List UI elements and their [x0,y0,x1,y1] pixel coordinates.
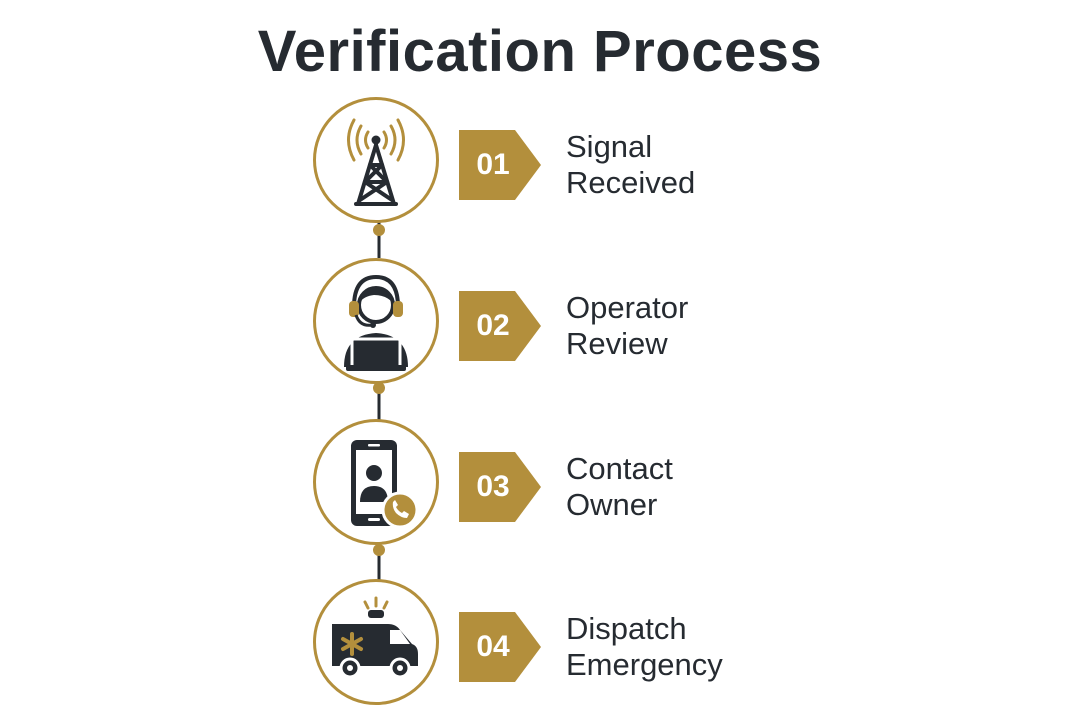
operator-headset-icon [344,274,408,371]
page-title: Verification Process [257,19,823,84]
step-4-number-badge: 04 [459,612,541,682]
step-2-label: Operator Review [566,290,966,362]
cell-tower-icon [347,118,405,206]
process-step-4: 04 Dispatch Emergency [0,579,1080,711]
step-3-label: Contact Owner [566,451,966,523]
step-1-icon-circle [313,97,439,223]
step-4-icon-circle [313,579,439,705]
step-2-label-line1: Operator [566,290,689,325]
step-3-number: 03 [476,470,510,503]
step-3-number-badge: 03 [459,452,541,522]
process-step-3: 03 Contact Owner [0,419,1080,551]
step-1-label-line1: Signal [566,129,653,164]
step-1-number: 01 [476,148,510,181]
process-step-1: 01 Signal Received [0,97,1080,229]
step-1-label-line2: Received [566,165,696,200]
step-4-label: Dispatch Emergency [566,611,966,683]
step-4-number: 04 [476,630,510,663]
ambulance-icon [332,596,418,679]
smartphone-call-icon [351,440,419,529]
step-1-number-badge: 01 [459,130,541,200]
step-2-number-badge: 02 [459,291,541,361]
step-4-label-line2: Emergency [566,647,723,682]
step-2-number: 02 [476,309,510,342]
step-2-icon-circle [313,258,439,384]
step-3-icon-circle [313,419,439,545]
step-2-label-line2: Review [566,326,668,361]
step-4-label-line1: Dispatch [566,611,687,646]
process-step-2: 02 Operator Review [0,258,1080,390]
step-3-label-line2: Owner [566,487,658,522]
step-3-label-line1: Contact [566,451,673,486]
step-1-label: Signal Received [566,129,966,201]
